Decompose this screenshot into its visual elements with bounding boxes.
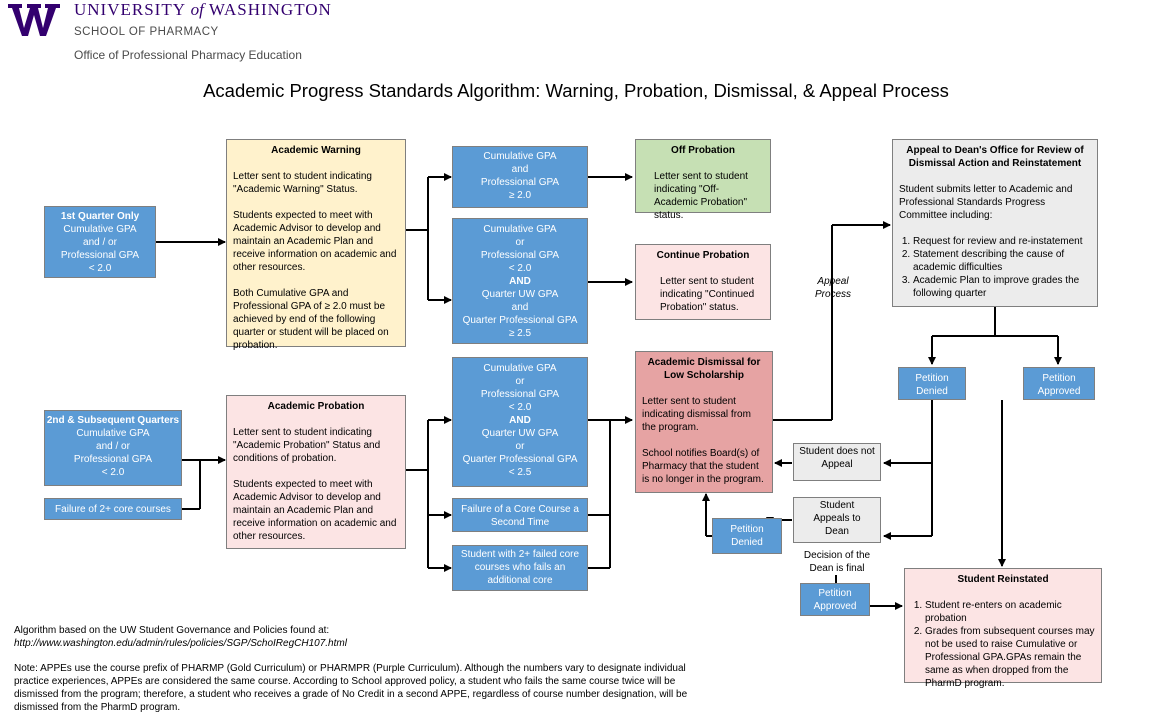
condition-gpa-met-line1: Cumulative GPA <box>483 151 557 162</box>
appeal-dean-intro: Student submits letter to Academic and P… <box>899 184 1073 221</box>
appeal-process-label: Appeal Process <box>814 276 852 300</box>
failure-core-courses-box: Failure of 2+ core courses <box>44 498 182 520</box>
appeal-dean-list: Request for review and re-instatement St… <box>899 235 1091 300</box>
academic-warning-p3: Both Cumulative GPA and Professional GPA… <box>233 288 389 351</box>
appeal-dean-box: Appeal to Dean's Office for Review of Di… <box>892 139 1098 307</box>
first-quarter-line3: Professional GPA <box>60 250 140 261</box>
second-quarter-line2: and / or <box>96 441 130 452</box>
academic-warning-p2: Students expected to meet with Academic … <box>233 210 397 273</box>
appeal-item: Academic Plan to improve grades the foll… <box>913 274 1091 300</box>
appeal-dean-title: Appeal to Dean's Office for Review of Di… <box>906 145 1084 169</box>
condition-core-fail-box: Failure of a Core Course a Second Time <box>452 498 588 532</box>
condition-continue-line2: or <box>515 237 525 248</box>
condition-dismiss-line8: < 2.5 <box>508 467 532 478</box>
appeal-item: Request for review and re-instatement <box>913 235 1091 248</box>
academic-warning-box: Academic Warning Letter sent to student … <box>226 139 406 351</box>
off-probation-title: Off Probation <box>671 145 735 156</box>
first-quarter-line4: < 2.0 <box>88 263 112 274</box>
condition-continue-line1: Cumulative GPA <box>483 224 557 235</box>
condition-continue-line3: Professional GPA <box>480 250 560 261</box>
footer-source-url[interactable]: http://www.washington.edu/admin/rules/po… <box>14 638 347 649</box>
academic-probation-title: Academic Probation <box>267 401 365 412</box>
academic-probation-p2: Students expected to meet with Academic … <box>233 479 397 542</box>
off-probation-box: Off Probation Letter sent to student ind… <box>635 139 771 221</box>
condition-dismiss-line5: Quarter UW GPA <box>481 428 559 439</box>
page-title: Academic Progress Standards Algorithm: W… <box>203 80 949 101</box>
academic-dismissal-box: Academic Dismissal for Low Scholarship L… <box>635 351 773 493</box>
off-probation-body: Letter sent to student indicating "Off-A… <box>654 171 748 221</box>
condition-continue-line5: Quarter UW GPA <box>481 289 559 300</box>
continue-probation-title: Continue Probation <box>656 250 750 261</box>
condition-dismiss-box: Cumulative GPA or Professional GPA < 2.0… <box>452 357 588 487</box>
second-quarter-line3: Professional GPA <box>73 454 153 465</box>
condition-continue-and: AND <box>509 276 531 287</box>
second-quarter-line1: Cumulative GPA <box>76 428 150 439</box>
condition-dismiss-line7: Quarter Professional GPA <box>462 454 578 465</box>
petition-denied-2-box: Petition Denied <box>712 518 782 554</box>
second-quarter-line4: < 2.0 <box>101 467 125 478</box>
university-name: UNIVERSITY of WASHINGTON <box>74 0 332 19</box>
petition-approved-box: Petition Approved <box>1023 367 1095 400</box>
condition-dismiss-line3: Professional GPA <box>480 389 560 400</box>
appeal-item: Statement describing the cause of academ… <box>913 248 1091 274</box>
condition-continue-box: Cumulative GPA or Professional GPA < 2.0… <box>452 218 588 344</box>
first-quarter-heading: 1st Quarter Only <box>60 211 140 222</box>
office-name: Office of Professional Pharmacy Educatio… <box>74 48 302 62</box>
condition-dismiss-line2: or <box>515 376 525 387</box>
academic-dismissal-title: Academic Dismissal for Low Scholarship <box>647 357 761 381</box>
condition-dismiss-line6: or <box>515 441 525 452</box>
condition-dismiss-line1: Cumulative GPA <box>483 363 557 374</box>
academic-probation-p1: Letter sent to student indicating "Acade… <box>233 427 381 464</box>
academic-dismissal-p2: School notifies Board(s) of Pharmacy tha… <box>642 448 764 485</box>
first-quarter-line1: Cumulative GPA <box>63 224 137 235</box>
student-reinstated-title: Student Reinstated <box>957 574 1049 585</box>
academic-dismissal-p1: Letter sent to student indicating dismis… <box>642 396 751 433</box>
student-no-appeal-box: Student does not Appeal <box>793 443 881 481</box>
academic-probation-box: Academic Probation Letter sent to studen… <box>226 395 406 549</box>
condition-gpa-met-line4: ≥ 2.0 <box>508 190 532 201</box>
condition-continue-line6: and <box>511 302 529 313</box>
first-quarter-line2: and / or <box>83 237 117 248</box>
reinstated-item: Student re-enters on academic probation <box>925 599 1095 625</box>
second-quarter-box: 2nd & Subsequent Quarters Cumulative GPA… <box>44 410 182 486</box>
condition-gpa-met-line2: and <box>511 164 529 175</box>
petition-denied-box: Petition Denied <box>898 367 966 400</box>
academic-warning-title: Academic Warning <box>271 145 361 156</box>
condition-dismiss-line4: < 2.0 <box>508 402 532 413</box>
continue-probation-box: Continue Probation Letter sent to studen… <box>635 244 771 320</box>
student-appeals-dean-box: Student Appeals to Dean <box>793 497 881 543</box>
petition-approved-2-box: Petition Approved <box>800 583 870 616</box>
dean-final-box: Decision of the Dean is final <box>793 549 881 575</box>
footer-note: Note: APPEs use the course prefix of PHA… <box>14 663 688 713</box>
second-quarter-heading: 2nd & Subsequent Quarters <box>46 415 180 426</box>
school-name: SCHOOL OF PHARMACY <box>74 26 219 38</box>
reinstated-item: Grades from subsequent courses may not b… <box>925 625 1095 690</box>
condition-continue-line4: < 2.0 <box>508 263 532 274</box>
condition-gpa-met-box: Cumulative GPA and Professional GPA ≥ 2.… <box>452 146 588 208</box>
academic-warning-p1: Letter sent to student indicating "Acade… <box>233 171 372 195</box>
condition-gpa-met-line3: Professional GPA <box>480 177 560 188</box>
footer-source-text: Algorithm based on the UW Student Govern… <box>14 625 330 636</box>
continue-probation-body: Letter sent to student indicating "Conti… <box>660 276 755 313</box>
student-reinstated-box: Student Reinstated Student re-enters on … <box>904 568 1102 689</box>
student-reinstated-list: Student re-enters on academic probation … <box>911 599 1095 690</box>
first-quarter-box: 1st Quarter Only Cumulative GPA and / or… <box>44 206 156 278</box>
uw-w-logo <box>8 4 60 36</box>
condition-additional-fail-box: Student with 2+ failed core courses who … <box>452 545 588 591</box>
footer-source: Algorithm based on the UW Student Govern… <box>14 624 574 650</box>
condition-dismiss-and: AND <box>509 415 531 426</box>
condition-continue-line7: Quarter Professional GPA <box>462 315 578 326</box>
condition-continue-line8: ≥ 2.5 <box>508 328 532 339</box>
